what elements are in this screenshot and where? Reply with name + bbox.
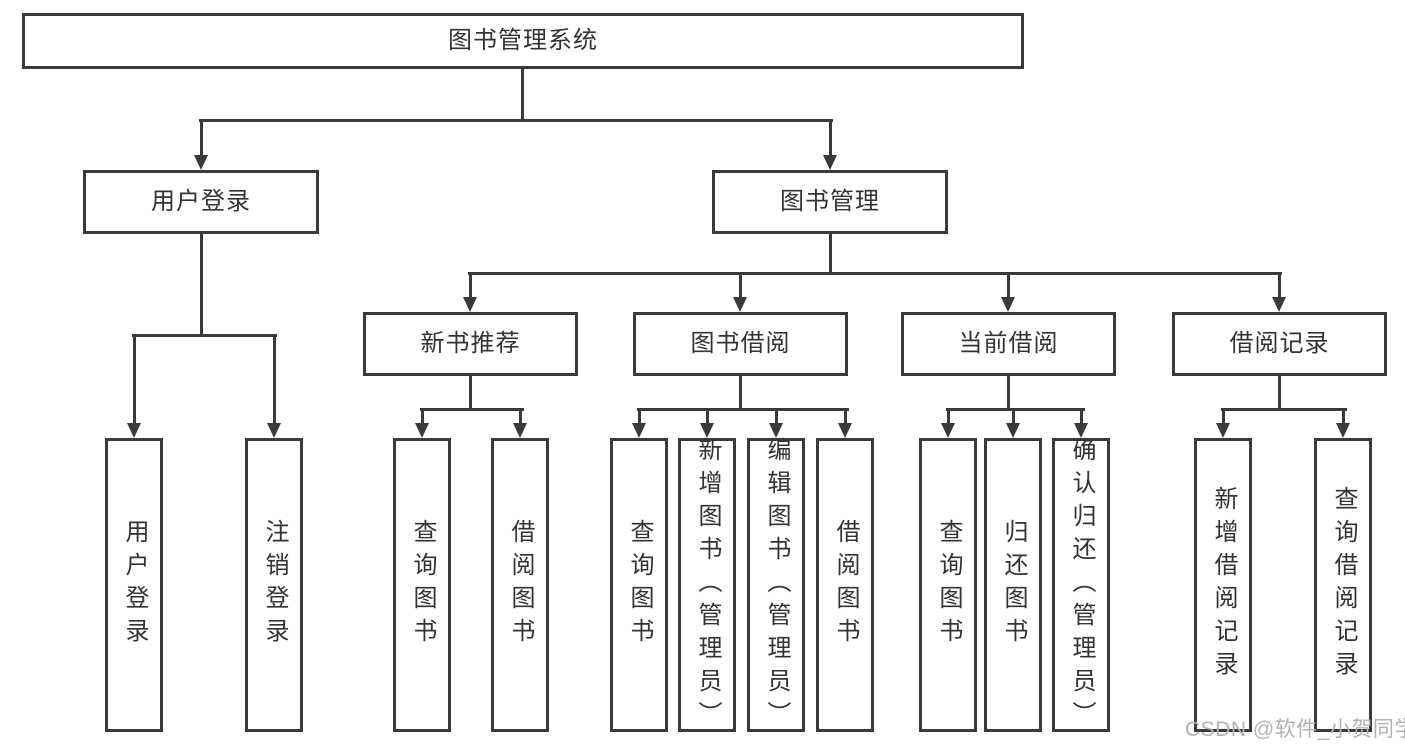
arrowhead-down bbox=[838, 423, 852, 438]
arrowhead-down bbox=[1216, 423, 1230, 438]
leaf-edit-book-admin: 编辑图书（管理员） bbox=[747, 437, 805, 734]
connector-line bbox=[469, 272, 472, 298]
arrowhead-down bbox=[823, 155, 837, 170]
connector-line bbox=[1278, 272, 1281, 298]
connector-line bbox=[200, 119, 203, 157]
connector-line bbox=[829, 234, 832, 274]
leaf-add-borrow-record: 新增借阅记录 bbox=[1194, 438, 1252, 732]
connector-line bbox=[1342, 408, 1345, 425]
arrowhead-down bbox=[513, 423, 527, 438]
leaf-borrow-books: 借阅图书 bbox=[816, 438, 874, 732]
node-book-borrowing: 图书借阅 bbox=[633, 312, 848, 376]
node-book-management: 图书管理 bbox=[712, 170, 948, 234]
connector-line bbox=[1080, 408, 1083, 425]
connector-line bbox=[273, 334, 276, 424]
connector-line bbox=[844, 408, 847, 425]
arrowhead-down bbox=[941, 423, 955, 438]
connector-line bbox=[200, 234, 203, 336]
node-label: 图书管理 bbox=[780, 188, 880, 215]
arrowhead-down bbox=[1272, 297, 1286, 312]
connector-line bbox=[468, 272, 1282, 275]
connector-line bbox=[1012, 408, 1015, 425]
leaf-query-borrow-record: 查询借阅记录 bbox=[1314, 438, 1372, 732]
leaf-query-books-recommend: 查询图书 bbox=[393, 438, 451, 732]
connector-line bbox=[947, 408, 950, 425]
node-current-borrowing: 当前借阅 bbox=[901, 312, 1116, 376]
connector-line bbox=[775, 408, 778, 425]
node-label: 用户登录 bbox=[151, 188, 251, 215]
node-label: 图书借阅 bbox=[690, 330, 791, 357]
arrowhead-down bbox=[632, 423, 646, 438]
arrowhead-down bbox=[1006, 423, 1020, 438]
leaf-borrow-books-recommend: 借阅图书 bbox=[491, 438, 549, 732]
connector-line bbox=[1278, 376, 1281, 410]
connector-line bbox=[1007, 272, 1010, 298]
arrowhead-down bbox=[463, 297, 477, 312]
leaf-confirm-return-admin: 确认归还（管理员） bbox=[1052, 437, 1110, 734]
node-label: 借阅记录 bbox=[1229, 330, 1330, 357]
connector-line bbox=[1222, 408, 1225, 425]
connector-line bbox=[420, 408, 524, 411]
connector-line bbox=[739, 376, 742, 410]
connector-line bbox=[637, 408, 849, 411]
leaf-logout: 注销登录 bbox=[245, 438, 303, 732]
arrowhead-down bbox=[700, 423, 714, 438]
node-borrowing-records: 借阅记录 bbox=[1172, 312, 1387, 376]
connector-line bbox=[199, 119, 833, 122]
watermark: CSDN @软件_小贺同学 bbox=[1185, 718, 1405, 741]
connector-line bbox=[739, 272, 742, 298]
connector-line bbox=[519, 408, 522, 425]
arrowhead-down bbox=[267, 423, 281, 438]
leaf-user-login: 用户登录 bbox=[105, 438, 163, 732]
connector-line bbox=[521, 69, 524, 120]
node-user-login: 用户登录 bbox=[83, 170, 319, 234]
leaf-add-book-admin: 新增图书（管理员） bbox=[678, 437, 736, 734]
node-new-book-recommendation: 新书推荐 bbox=[363, 312, 578, 376]
arrowhead-down bbox=[194, 155, 208, 170]
node-label: 新书推荐 bbox=[420, 330, 521, 357]
arrowhead-down bbox=[415, 423, 429, 438]
connector-line bbox=[469, 376, 472, 410]
connector-line bbox=[638, 408, 641, 425]
leaf-query-books-borrow: 查询图书 bbox=[610, 438, 668, 732]
leaf-return-books: 归还图书 bbox=[984, 438, 1042, 732]
leaf-query-books-current: 查询图书 bbox=[919, 438, 977, 732]
arrowhead-down bbox=[733, 297, 747, 312]
arrowhead-down bbox=[1074, 423, 1088, 438]
connector-line bbox=[1007, 376, 1010, 410]
node-label: 当前借阅 bbox=[958, 330, 1059, 357]
arrowhead-down bbox=[127, 423, 141, 438]
connector-line bbox=[421, 408, 424, 425]
connector-line bbox=[1221, 408, 1347, 411]
connector-line bbox=[132, 334, 277, 337]
connector-line bbox=[706, 408, 709, 425]
arrowhead-down bbox=[1336, 423, 1350, 438]
node-label: 图书管理系统 bbox=[448, 27, 598, 54]
connector-line bbox=[133, 334, 136, 424]
connector-line bbox=[946, 408, 1085, 411]
node-library-management-system: 图书管理系统 bbox=[22, 13, 1024, 69]
arrowhead-down bbox=[769, 423, 783, 438]
connector-line bbox=[829, 119, 832, 157]
arrowhead-down bbox=[1001, 297, 1015, 312]
